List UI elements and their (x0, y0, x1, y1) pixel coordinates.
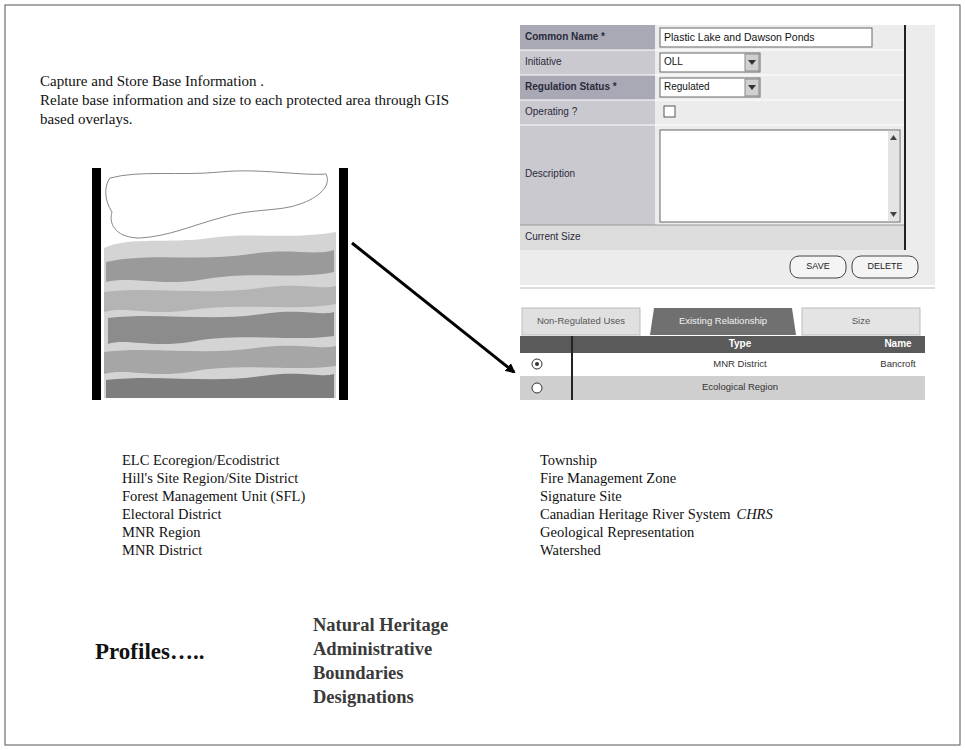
intro-text: Relate base information and size to each… (40, 91, 480, 129)
field-value: OLL (664, 56, 683, 69)
overlay-item: MNR District (122, 541, 202, 559)
tab-label: Non-Regulated Uses (537, 315, 625, 327)
overlay-item: Watershed (540, 541, 601, 559)
tab-label: Existing Relationship (679, 315, 767, 327)
overlay-item: Fire Management Zone (540, 469, 676, 487)
map-illustration (92, 168, 348, 400)
overlay-item: Canadian Heritage River System (540, 505, 730, 523)
button-label: DELETE (867, 261, 902, 272)
overlay-item: Forest Management Unit (SFL) (122, 487, 305, 505)
profile-category: Designations (313, 686, 414, 709)
profile-category: Natural Heritage (313, 614, 448, 637)
intro-heading: Capture and Store Base Information . (40, 72, 264, 91)
overlay-item: ELC Ecoregion/Ecodistrict (122, 451, 279, 469)
overlay-abbrev: CHRS (736, 505, 772, 523)
overlay-item: Geological Representation (540, 523, 694, 541)
overlay-item: Hill's Site Region/Site District (122, 469, 298, 487)
table-cell: Bancroft (880, 358, 915, 370)
table-cell: Ecological Region (702, 381, 778, 393)
field-label: Current Size (525, 231, 581, 244)
form-screenshot (520, 25, 935, 400)
field-value: Plastic Lake and Dawson Ponds (664, 31, 815, 44)
field-value: Regulated (664, 81, 710, 94)
table-cell: MNR District (713, 358, 766, 370)
overlay-item: Electoral District (122, 505, 221, 523)
tab-label: Size (852, 315, 870, 327)
profiles-heading: Profiles….. (95, 638, 204, 667)
profile-category: Administrative (313, 638, 432, 661)
field-label: Description (525, 168, 575, 181)
page-frame (5, 5, 960, 745)
overlay-item: Signature Site (540, 487, 622, 505)
pointer-arrow (352, 243, 514, 372)
field-label: Operating ? (525, 106, 577, 119)
button-label: SAVE (806, 261, 829, 272)
field-label: Common Name * (525, 31, 605, 44)
overlay-item: Township (540, 451, 597, 469)
field-label: Regulation Status * (525, 81, 617, 94)
field-label: Initiative (525, 56, 562, 69)
overlay-item: MNR Region (122, 523, 201, 541)
column-header: Name (884, 338, 911, 351)
profile-category: Boundaries (313, 662, 403, 685)
column-header: Type (729, 338, 752, 351)
